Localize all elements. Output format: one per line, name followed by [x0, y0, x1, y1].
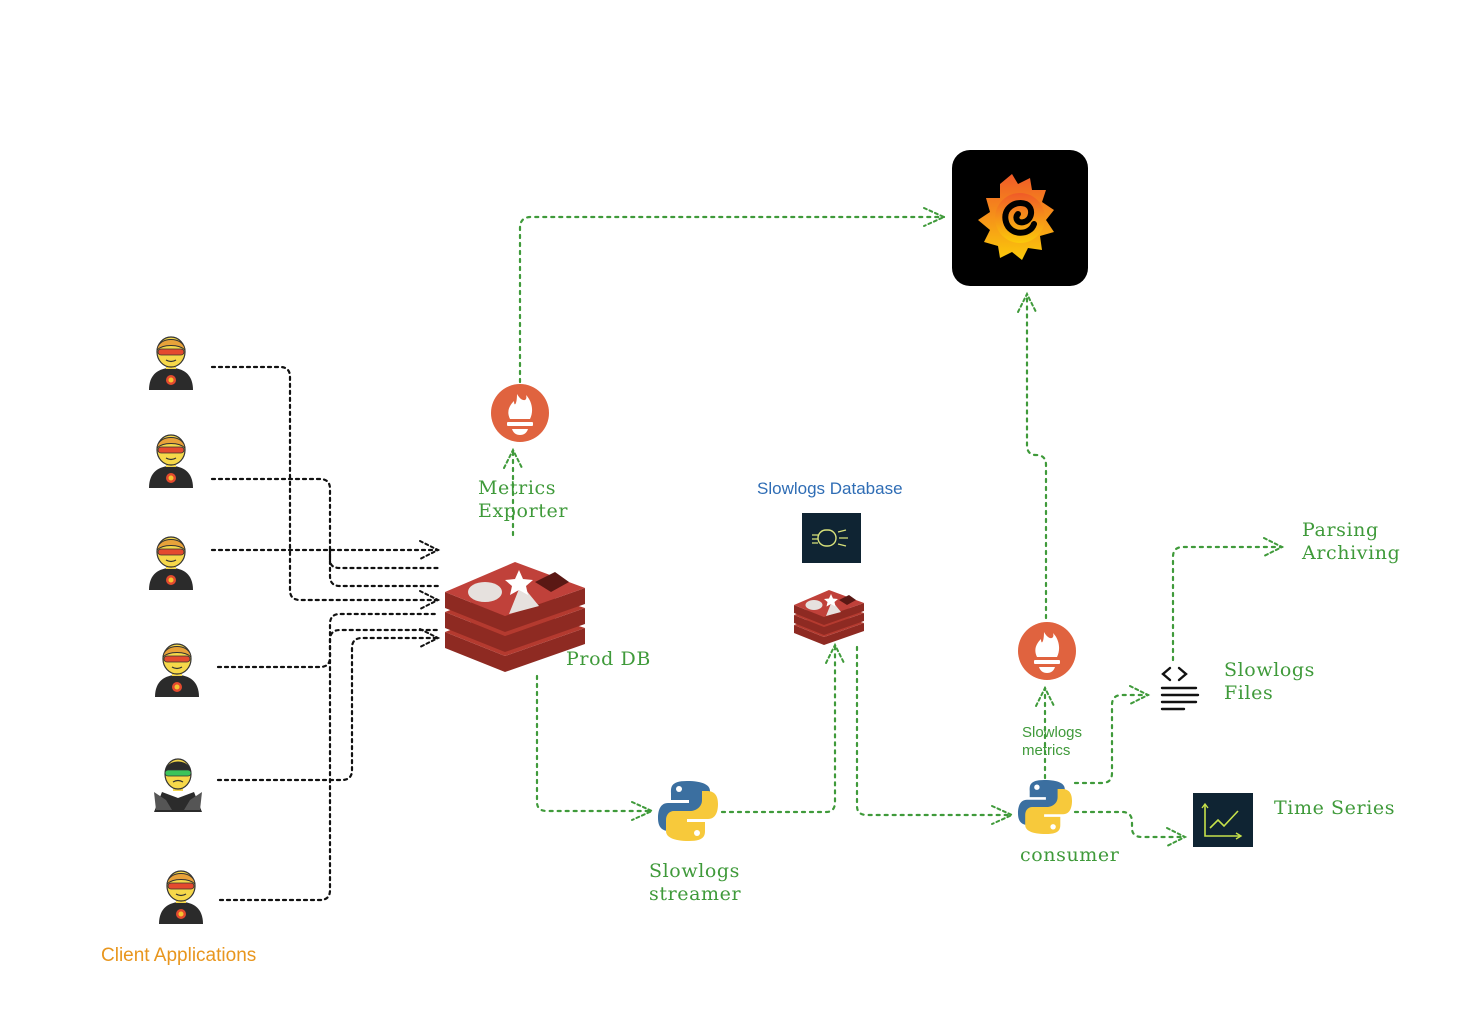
- superhero-icon: [148, 536, 194, 591]
- supervillain-icon: [153, 758, 203, 813]
- python-icon: [1018, 780, 1072, 834]
- metrics-exporter-label: Metrics Exporter: [478, 477, 569, 522]
- chart-trend-icon: [1193, 793, 1253, 847]
- slowlogs-files-label: Slowlogs Files: [1224, 659, 1316, 704]
- client-line-6: [218, 628, 440, 902]
- flow-streamer-to-slowlogs-db: [720, 643, 837, 814]
- parsing-archiving-label: Parsing Archiving: [1302, 519, 1401, 564]
- client-line-2: [210, 477, 440, 588]
- consumer-label: consumer: [1020, 844, 1120, 866]
- superhero-icon: [158, 870, 204, 925]
- python-icon: [658, 781, 718, 841]
- client-icons: [148, 336, 204, 925]
- redis-icon: [445, 562, 585, 672]
- superhero-icon: [148, 434, 194, 489]
- client-line-3b: [328, 548, 440, 570]
- superhero-icon: [154, 643, 200, 698]
- database-badge-icon: [802, 513, 861, 563]
- flow-files-to-parsing: [1171, 545, 1284, 662]
- flow-prometheus-to-grafana: [1025, 293, 1048, 620]
- client-arrowheads: [419, 540, 441, 648]
- redis-icon: [794, 590, 864, 645]
- flow-slowlogs-db-to-consumer: [855, 645, 1014, 817]
- client-connection-lines: [210, 365, 440, 902]
- client-line-4: [216, 612, 440, 669]
- grafana-icon: [952, 150, 1088, 286]
- data-flow-lines: [511, 215, 1284, 839]
- client-line-5: [216, 636, 440, 782]
- flow-prod-to-streamer: [535, 674, 654, 813]
- prod-db-label: Prod DB: [566, 648, 651, 670]
- client-line-1: [210, 365, 440, 602]
- code-file-icon: [1160, 666, 1200, 711]
- flow-consumer-to-timeseries: [1073, 810, 1187, 839]
- prometheus-icon: [491, 384, 549, 442]
- slowlogs-streamer-label: Slowlogs streamer: [649, 860, 742, 905]
- superhero-icon: [148, 336, 194, 391]
- slowlogs-metrics-label: Slowlogs metrics: [1022, 724, 1083, 759]
- flow-exporter-to-grafana: [518, 215, 946, 384]
- slowlogs-database-label: Slowlogs Database: [757, 479, 903, 498]
- prometheus-icon: [1018, 622, 1076, 680]
- time-series-label: Time Series: [1274, 797, 1396, 819]
- flow-consumer-to-files: [1073, 693, 1150, 785]
- flow-arrowheads: [503, 207, 1285, 847]
- client-applications-label: Client Applications: [101, 945, 257, 966]
